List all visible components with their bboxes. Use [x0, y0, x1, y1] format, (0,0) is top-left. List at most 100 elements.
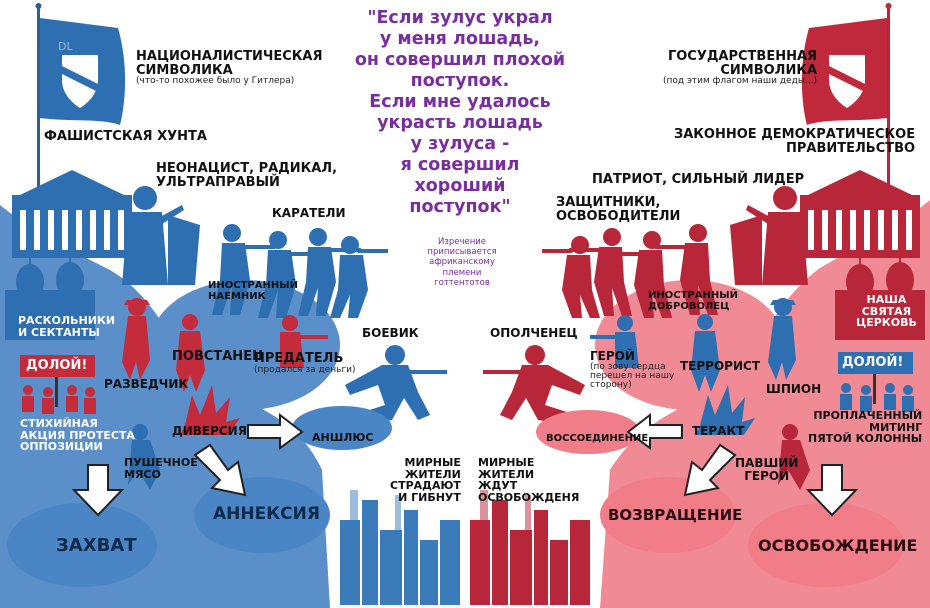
liberation-label: ОСВОБОЖДЕНИЕ — [758, 536, 918, 555]
fodder-label: ПУШЕЧНОЕ МЯСО — [124, 457, 198, 480]
left-symbol-label: НАЦИОНАЛИСТИЧЕСКАЯ СИМВОЛИКА (что-то пох… — [136, 50, 322, 87]
quote-line: у зулуса - — [410, 134, 510, 154]
left-government-building-icon — [12, 170, 132, 258]
label-line: ОСВОБОЖДЕНЯ — [478, 490, 580, 504]
left-church-label: РАСКОЛЬНИКИ И СЕКТАНТЫ — [18, 315, 115, 338]
left-arrows — [71, 412, 304, 517]
label-line: УЛЬТРАПРАВЫЙ — [156, 174, 280, 190]
label-line: РАСКОЛЬНИКИ — [18, 314, 116, 327]
quote-line: украсть лошадь — [377, 113, 543, 133]
quote-line: Если мне удалось — [369, 92, 551, 112]
quote-line: поступок" — [409, 197, 511, 217]
right-explosion-icon — [696, 385, 755, 435]
blue-fighter-figure-icon — [345, 345, 447, 425]
anschluss-label: АНШЛЮС — [312, 431, 374, 444]
right-ruined-city-icon — [470, 490, 590, 605]
label-line: МИРНЫЕ — [404, 456, 461, 469]
volunteer-label: ИНОСТРАННЫЙ ДОБРОВОЛЕЦ — [648, 290, 738, 312]
left-government-label: ФАШИСТСКАЯ ХУНТА — [44, 129, 207, 144]
left-church-icon — [5, 252, 95, 340]
mercenary-label: ИНОСТРАННЫЙ НАЕМНИК — [208, 280, 298, 302]
label-line: ПАВШИЙ — [735, 456, 799, 470]
right-church-icon — [835, 252, 925, 340]
liberation-oval — [748, 503, 904, 587]
spy-figure-icon — [768, 298, 796, 380]
right-civilians-label: МИРНЫЕ ЖИТЕЛИ ЖДУТ ОСВОБОЖДЕНЯ — [478, 457, 579, 503]
protest-label: СТИХИЙНАЯ АКЦИЯ ПРОТЕСТА ОППОЗИЦИИ — [20, 418, 135, 453]
attribution-line: племени — [442, 267, 482, 278]
arrow-diagonal-icon — [683, 443, 737, 497]
quote-line: я совершил — [400, 155, 520, 175]
right-symbol-label: ГОСУДАРСТВЕННАЯ СИМВОЛИКА (под этим флаг… — [663, 50, 817, 87]
traitor-figure-icon — [280, 315, 328, 368]
quote-attribution: Изречение приписывается африканскому пле… — [412, 237, 512, 288]
label-line: ГЕРОЙ — [590, 349, 635, 363]
fallen-hero-figure-icon — [778, 424, 810, 490]
label-line: НЕОНАЦИСТ, РАДИКАЛ, — [156, 161, 338, 176]
left-explosion-icon — [180, 385, 240, 435]
reunion-label: ВОССОЕДИНЕНИЕ — [546, 433, 649, 444]
fallen-hero-label: ПАВШИЙ ГЕРОЙ — [735, 457, 798, 482]
diversion-label: ДИВЕРСИЯ — [172, 424, 247, 438]
label-line: ПЯТОЙ КОЛОННЫ — [808, 432, 923, 446]
hero-label: ГЕРОЙ (по зову сердца перешел на нашу ст… — [590, 350, 674, 391]
capture-label: ЗАХВАТ — [56, 535, 137, 556]
left-leader-figure-icon — [122, 186, 200, 285]
left-civilians-label: МИРНЫЕ ЖИТЕЛИ СТРАДАЮТ И ГИБНУТ — [390, 457, 461, 503]
scout-figure-icon — [122, 298, 150, 380]
label-line: НАЦИОНАЛИСТИЧЕСКАЯ — [136, 49, 323, 64]
quote-line: он совершил плохой — [354, 50, 566, 70]
quote-line: "Если зулус украл — [367, 8, 553, 28]
rebel-label: ПОВСТАНЕЦ — [172, 349, 265, 364]
return-label: ВОЗВРАЩЕНИЕ — [608, 506, 743, 524]
scout-label: РАЗВЕДЧИК — [104, 377, 189, 391]
label-line: ЖИТЕЛИ — [404, 467, 461, 481]
attribution-line: Изречение — [437, 237, 487, 247]
right-government-building-icon — [800, 170, 920, 258]
red-militia-figure-icon — [483, 345, 585, 425]
label-line: СВЯТАЯ — [861, 304, 912, 318]
label-line: ЖДУТ — [478, 479, 518, 493]
label-line: ОСВОБОДИТЕЛИ — [556, 208, 681, 224]
hottentot-quote: "Если зулус украл у меня лошадь, он сове… — [325, 8, 595, 218]
label-line: МИРНЫЕ — [478, 456, 535, 469]
label-note: сторону) — [590, 380, 632, 391]
label-line: ПРАВИТЕЛЬСТВО — [786, 140, 916, 156]
arrow-left-icon — [626, 412, 683, 450]
attribution-line: африканскому — [429, 257, 495, 268]
traitor-label: ПРЕДАТЕЛЬ (продался за деньги) — [254, 352, 356, 375]
label-line: И СЕКТАНТЫ — [18, 325, 100, 339]
terrorist-label: ТЕРРОРИСТ — [680, 359, 761, 373]
label-line: АКЦИЯ ПРОТЕСТА — [20, 428, 135, 442]
annexation-label: АННЕКСИЯ — [213, 504, 320, 524]
capture-oval — [7, 503, 157, 587]
label-line: НАША — [866, 293, 907, 306]
right-protest-sign-icon — [838, 352, 914, 412]
label-line: ЗАЩИТНИКИ, — [556, 195, 661, 210]
label-line: ОППОЗИЦИИ — [20, 440, 103, 454]
right-church-label: НАША СВЯТАЯ ЦЕРКОВЬ — [856, 294, 917, 329]
label-note: (продался за деньги) — [254, 364, 356, 375]
punishers-label: КАРАТЕЛИ — [272, 206, 346, 220]
fighter-label: БОЕВИК — [362, 326, 419, 340]
militia-label: ОПОЛЧЕНЕЦ — [490, 326, 578, 340]
terror-act-label: ТЕРАКТ — [692, 424, 745, 438]
label-line: ЗАКОННОЕ ДЕМОКРАТИЧЕСКОЕ — [674, 127, 916, 142]
rebel-figure-icon — [176, 314, 205, 392]
terrorist-figure-icon — [691, 314, 720, 392]
quote-line: поступок. — [410, 71, 510, 91]
label-line: ГЕРОЙ — [744, 468, 790, 483]
right-government-label: ЗАКОННОЕ ДЕМОКРАТИЧЕСКОЕ ПРАВИТЕЛЬСТВО — [674, 128, 915, 155]
label-line: СИМВОЛИКА — [720, 62, 818, 78]
left-ruined-city-icon — [340, 490, 460, 605]
label-line: ПРЕДАТЕЛЬ — [254, 351, 344, 366]
label-line: СИМВОЛИКА — [136, 62, 233, 78]
label-line: ПУШЕЧНОЕ — [124, 456, 198, 469]
label-line: ГОСУДАРСТВЕННАЯ — [667, 49, 818, 64]
arrow-down-icon — [805, 464, 859, 517]
attribution-line: приписывается — [427, 247, 497, 258]
hero-figure-icon — [590, 315, 639, 368]
flag-letters: DL — [58, 40, 73, 53]
